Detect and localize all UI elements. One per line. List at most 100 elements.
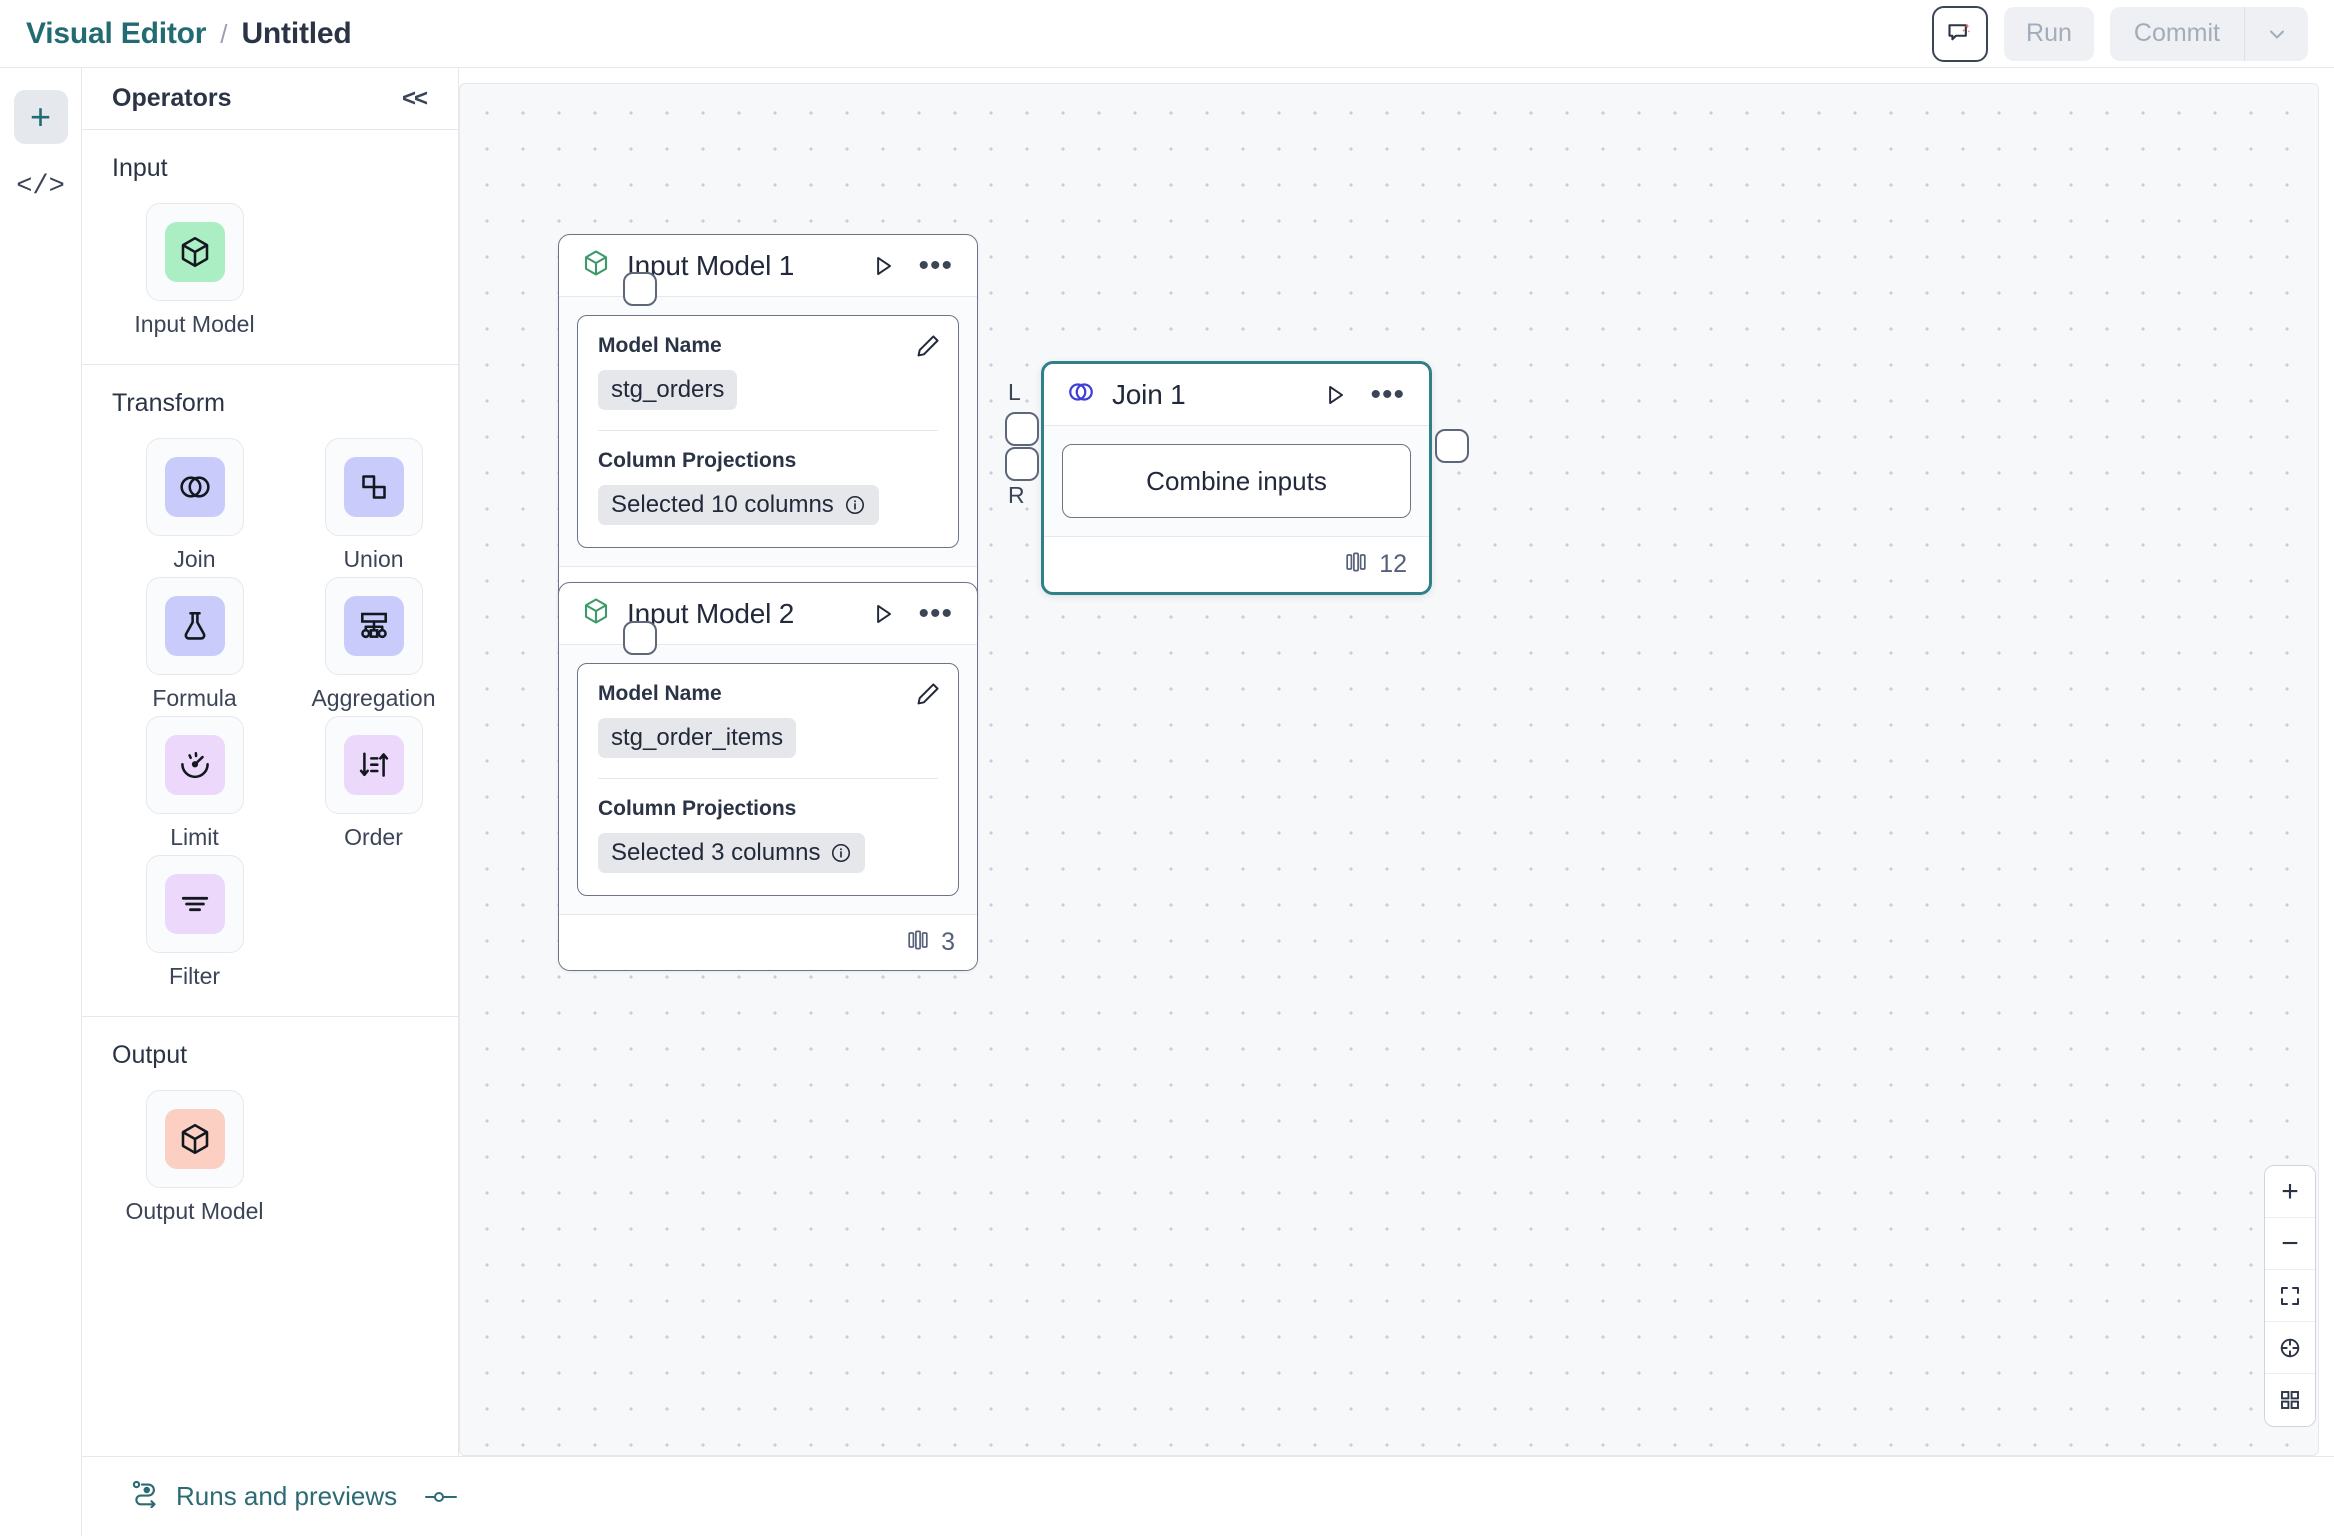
input-handle-join-left[interactable]	[1005, 412, 1039, 446]
union-squares-icon	[343, 457, 404, 517]
flow-run-icon	[130, 1478, 160, 1515]
code-brackets-icon: </>	[16, 172, 65, 202]
crosshair-icon	[2280, 1338, 2300, 1357]
page-title[interactable]: Untitled	[241, 16, 352, 50]
add-node-button[interactable]: +	[13, 90, 68, 144]
node-run-button[interactable]	[868, 599, 898, 629]
breadcrumb-separator: /	[220, 18, 228, 49]
collapse-panel-button[interactable]: <<	[396, 79, 432, 119]
operator-tile	[324, 577, 423, 675]
zoom-out-button[interactable]: −	[2265, 1218, 2315, 1270]
operator-group-transform: Transform Join	[82, 365, 458, 1017]
model-name-value[interactable]: stg_order_items	[598, 718, 797, 758]
model-name-value[interactable]: stg_orders	[598, 370, 738, 410]
info-circle-icon	[845, 495, 864, 515]
gauge-icon	[164, 735, 225, 795]
operator-union[interactable]: Union	[291, 438, 456, 573]
model-name-label: Model Name	[598, 334, 722, 357]
commit-button[interactable]: Commit	[2110, 7, 2244, 61]
node-run-button[interactable]	[868, 251, 898, 281]
column-projections-label: Column Projections	[598, 449, 797, 472]
operator-formula[interactable]: Formula	[112, 577, 277, 712]
operator-order[interactable]: Order	[291, 716, 456, 851]
node-input-model-1[interactable]: Input Model 1 ••• Model Nam	[558, 234, 978, 623]
node-footer: 3	[559, 914, 977, 970]
slider-handle-icon[interactable]	[423, 1487, 459, 1507]
operator-filter[interactable]: Filter	[112, 855, 277, 990]
code-view-button[interactable]: </>	[14, 160, 68, 214]
commit-button-group: Commit	[2109, 6, 2308, 61]
operators-panel: Operators << Input Input Model Transform	[82, 68, 459, 1456]
canvas-zoom-controls: + −	[2264, 1165, 2316, 1427]
breadcrumb-root-link[interactable]: Visual Editor	[26, 16, 207, 50]
operator-label: Formula	[152, 685, 237, 711]
flask-icon	[164, 596, 225, 656]
operator-output-model[interactable]: Output Model	[112, 1090, 277, 1225]
more-horizontal-icon: •••	[1370, 377, 1405, 411]
operator-input-model[interactable]: Input Model	[112, 203, 277, 338]
more-horizontal-icon: •••	[918, 248, 953, 282]
operator-label: Output Model	[125, 1198, 264, 1224]
edit-config-button[interactable]	[914, 680, 942, 711]
column-projections-chip[interactable]: Selected 10 columns	[598, 485, 879, 525]
chevron-down-icon	[2269, 30, 2284, 38]
output-handle-input-model-2[interactable]	[623, 621, 657, 655]
venn-circles-icon	[1066, 377, 1096, 412]
operator-tile	[145, 716, 244, 814]
operator-group-output: Output Output Model	[82, 1017, 458, 1251]
node-run-button[interactable]	[1320, 380, 1350, 410]
play-icon	[1329, 385, 1344, 404]
play-icon	[877, 604, 892, 623]
node-title: Join 1	[1112, 378, 1186, 410]
operator-join[interactable]: Join	[112, 438, 277, 573]
node-title: Input Model 2	[627, 597, 795, 629]
toggle-grid-button[interactable]	[2265, 1374, 2315, 1426]
top-bar-actions: Run Commit	[1932, 5, 2334, 62]
operator-limit[interactable]: Limit	[112, 716, 277, 851]
operator-aggregation[interactable]: Aggregation	[291, 577, 456, 712]
input-handle-join-right[interactable]	[1005, 447, 1039, 481]
zoom-in-button[interactable]: +	[2265, 1166, 2315, 1218]
column-count: 3	[941, 928, 955, 956]
play-icon	[877, 256, 892, 275]
column-projections-chip[interactable]: Selected 3 columns	[598, 833, 866, 873]
ai-chat-sparkle-button[interactable]	[1932, 5, 1989, 62]
node-header: Input Model 2 •••	[559, 583, 977, 645]
node-input-model-2[interactable]: Input Model 2 ••• Model Nam	[558, 582, 978, 971]
node-menu-button[interactable]: •••	[916, 598, 955, 628]
runs-and-previews-button[interactable]: Runs and previews	[130, 1478, 397, 1515]
node-menu-button[interactable]: •••	[1368, 377, 1407, 411]
node-body: Model Name stg_orders Column Projections…	[559, 297, 977, 566]
columns-icon	[906, 928, 930, 957]
operator-label: Join	[173, 546, 216, 572]
operator-grid: Output Model	[112, 1090, 428, 1225]
node-config-card: Model Name stg_order_items Column Projec…	[577, 663, 959, 896]
node-body: Combine inputs	[1044, 426, 1429, 536]
commit-dropdown-button[interactable]	[2244, 6, 2308, 61]
operator-tile	[145, 577, 244, 675]
output-handle-join-1[interactable]	[1435, 429, 1469, 463]
flow-canvas[interactable]: Input Model 1 ••• Model Nam	[459, 83, 2319, 1456]
model-name-label: Model Name	[598, 682, 722, 705]
operator-tile	[145, 203, 244, 301]
center-view-button[interactable]	[2265, 1322, 2315, 1374]
run-button[interactable]: Run	[2004, 6, 2094, 61]
operator-tile	[324, 716, 423, 814]
column-projections-value: Selected 10 columns	[611, 491, 834, 518]
cube-icon	[581, 596, 611, 631]
fit-view-button[interactable]	[2265, 1270, 2315, 1322]
column-count: 12	[1379, 550, 1407, 578]
operator-label: Order	[344, 824, 403, 850]
operator-grid: Join Union	[112, 438, 436, 990]
operator-tile	[145, 855, 244, 953]
operator-tile	[145, 1090, 244, 1188]
node-actions: •••	[1320, 377, 1407, 411]
output-handle-input-model-1[interactable]	[623, 272, 657, 306]
combine-inputs-button[interactable]: Combine inputs	[1062, 444, 1411, 518]
runs-and-previews-label: Runs and previews	[176, 1481, 398, 1511]
node-menu-button[interactable]: •••	[916, 248, 955, 282]
plus-icon: +	[29, 96, 52, 137]
operator-label: Filter	[168, 963, 221, 989]
node-join-1[interactable]: Join 1 ••• Combine inputs	[1041, 361, 1432, 595]
edit-config-button[interactable]	[914, 332, 942, 363]
